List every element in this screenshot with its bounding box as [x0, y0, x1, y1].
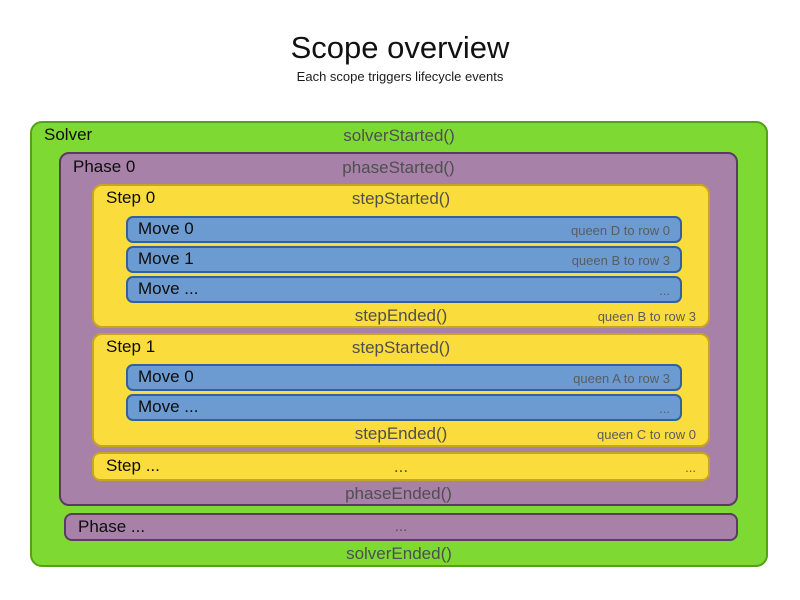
step0-move-more-box: Move ... ...: [126, 276, 682, 303]
step-more-scope-box: Step ... ... ...: [92, 452, 710, 481]
step0-move0-box: Move 0 queen D to row 0: [126, 216, 682, 243]
phase-ended-event: phaseEnded(): [345, 484, 452, 503]
step0-move-more-note: ...: [659, 283, 670, 298]
step0-ended-note: queen B to row 3: [597, 309, 696, 324]
step1-move-more-note: ...: [659, 401, 670, 416]
step1-move0-label: Move 0: [138, 367, 194, 386]
solver-started-event: solverStarted(): [343, 126, 455, 145]
phase0-label: Phase 0: [73, 157, 136, 176]
step1-ended-event: stepEnded(): [354, 424, 448, 443]
step-more-right-ellipsis: ...: [685, 460, 696, 475]
page-subtitle: Each scope triggers lifecycle events: [296, 69, 504, 84]
phase-more-scope-box: Phase ... ...: [64, 513, 738, 541]
step0-move-more-label: Move ...: [138, 279, 199, 298]
page-title: Scope overview: [290, 30, 510, 65]
phase-more-label: Phase ...: [78, 517, 146, 536]
step0-move1-box: Move 1 queen B to row 3: [126, 246, 682, 273]
step1-move0-note: queen A to row 3: [573, 371, 670, 386]
phase-more-center-ellipsis: ...: [394, 518, 408, 535]
step-more-center-ellipsis: ...: [393, 457, 409, 476]
step1-scope-box: Step 1 stepStarted() Move 0 queen A to r…: [92, 333, 710, 447]
step0-move1-note: queen B to row 3: [571, 253, 670, 268]
step1-move-more-label: Move ...: [138, 397, 199, 416]
step0-move0-label: Move 0: [138, 219, 194, 238]
phase-started-event: phaseStarted(): [342, 158, 455, 177]
step1-label: Step 1: [106, 337, 156, 356]
step1-ended-note: queen C to row 0: [596, 427, 696, 442]
step0-move1-label: Move 1: [138, 249, 194, 268]
solver-label: Solver: [44, 125, 93, 144]
step-more-label: Step ...: [106, 456, 160, 475]
step0-label: Step 0: [106, 188, 156, 207]
step0-started-event: stepStarted(): [351, 189, 451, 208]
step1-move0-box: Move 0 queen A to row 3: [126, 364, 682, 391]
step0-move0-note: queen D to row 0: [570, 223, 670, 238]
step1-started-event: stepStarted(): [351, 338, 451, 357]
solver-scope-box: Solver solverStarted() Phase 0 phaseStar…: [30, 121, 768, 567]
phase0-scope-box: Phase 0 phaseStarted() Step 0 stepStarte…: [59, 152, 738, 506]
step0-scope-box: Step 0 stepStarted() Move 0 queen D to r…: [92, 184, 710, 328]
step0-ended-event: stepEnded(): [354, 306, 448, 325]
solver-ended-event: solverEnded(): [346, 544, 452, 563]
step1-move-more-box: Move ... ...: [126, 394, 682, 421]
